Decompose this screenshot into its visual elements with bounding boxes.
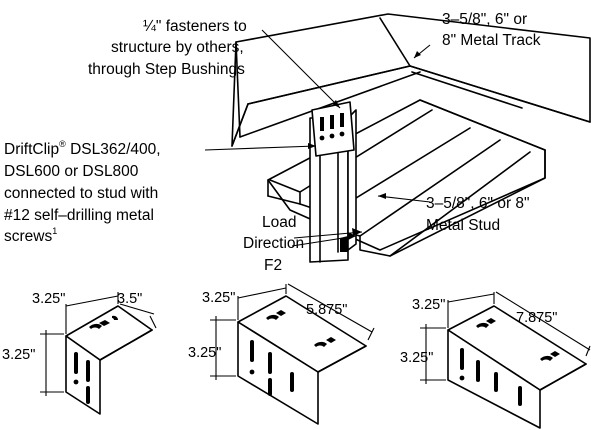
clip-detail-1: 3.25" 3.25" 3.5" bbox=[2, 291, 157, 415]
stud-line-2: Metal Stud bbox=[426, 217, 500, 234]
clip-1-width: 3.25" bbox=[32, 291, 65, 307]
clip-2-width: 3.25" bbox=[202, 290, 235, 306]
footnote-mark: 1 bbox=[52, 226, 57, 236]
clip-1-height: 3.25" bbox=[2, 347, 35, 363]
assembly-drawing bbox=[204, 13, 591, 263]
metal-stud-callout: 3–5/8", 6" or 8" Metal Stud bbox=[426, 195, 534, 234]
driftclip-brand: DriftClip bbox=[4, 141, 59, 158]
driftclip-line-4: #12 self–drilling metal bbox=[4, 207, 154, 224]
driftclip-line-2: DSL600 or DSL800 bbox=[4, 163, 139, 180]
clip-1-length: 3.5" bbox=[117, 291, 142, 307]
load-line-3: F2 bbox=[264, 257, 282, 274]
driftclip-callout: DriftClip® DSL362/400, DSL600 or DSL800 … bbox=[4, 139, 165, 245]
load-line-1: Load bbox=[262, 214, 296, 231]
fasteners-line-3: through Step Bushings bbox=[88, 61, 245, 78]
load-direction-arrow bbox=[293, 228, 363, 239]
clip-2-height: 3.25" bbox=[188, 345, 221, 361]
fasteners-line-2: structure by others, bbox=[111, 39, 244, 56]
registered-mark: ® bbox=[59, 139, 66, 149]
track-line-1: 3–5/8", 6" or bbox=[442, 11, 527, 28]
leader-lines bbox=[204, 29, 431, 247]
track-line-2: 8" Metal Track bbox=[442, 32, 541, 49]
load-direction-label: Load Direction F2 bbox=[243, 214, 308, 274]
drift-clip-installed bbox=[311, 101, 355, 157]
driftclip-line-3: connected to stud with bbox=[4, 185, 158, 202]
clip-3-height: 3.25" bbox=[400, 350, 433, 366]
clip-3-length: 7.875" bbox=[516, 310, 557, 326]
metal-track-callout: 3–5/8", 6" or 8" Metal Track bbox=[442, 11, 541, 49]
clip-2-length: 5.875" bbox=[306, 302, 347, 318]
clip-detail-2: 3.25" 3.25" 5.875" bbox=[188, 283, 375, 425]
load-line-2: Direction bbox=[243, 235, 304, 252]
stud-line-1: 3–5/8", 6" or 8" bbox=[426, 195, 530, 212]
driftclip-line-5: screws bbox=[4, 228, 52, 245]
fasteners-line-1: ¼" fasteners to bbox=[143, 18, 247, 35]
clip-3-width: 3.25" bbox=[412, 297, 445, 313]
metal-track bbox=[231, 13, 591, 147]
fasteners-callout: ¼" fasteners to structure by others, thr… bbox=[88, 18, 251, 78]
driftclip-models: DSL362/400, bbox=[66, 141, 161, 158]
clip-detail-3: 3.25" 3.25" 7.875" bbox=[400, 291, 591, 429]
